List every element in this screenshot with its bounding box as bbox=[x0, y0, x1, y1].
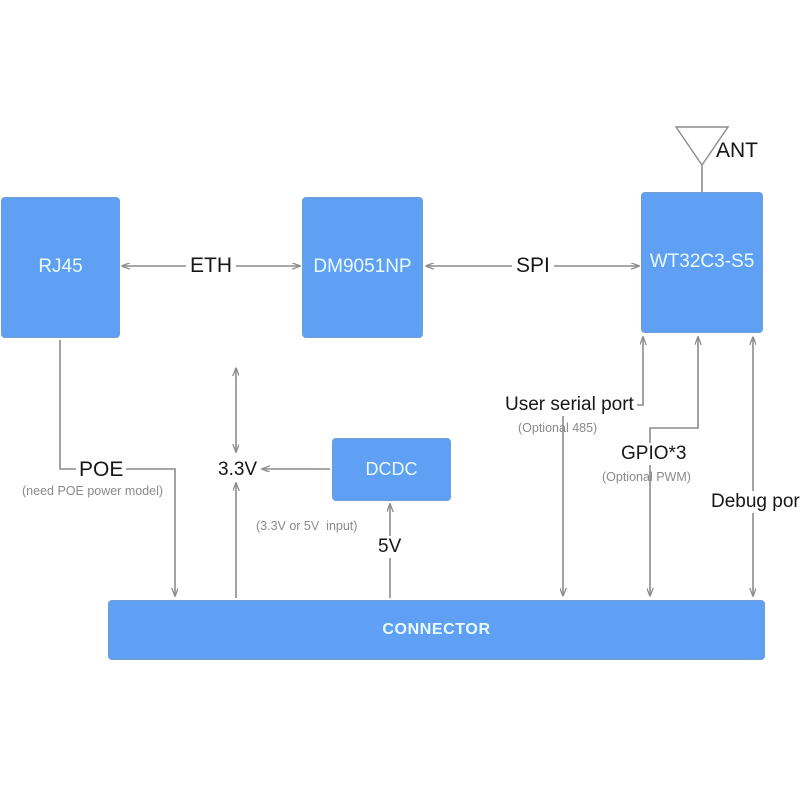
block-dcdc-label: DCDC bbox=[365, 458, 418, 479]
label-ant: ANT bbox=[716, 139, 758, 162]
label-spi: SPI bbox=[512, 254, 554, 278]
label-user-serial-port: User serial port bbox=[502, 394, 637, 416]
block-dcdc[interactable]: DCDC bbox=[332, 438, 451, 501]
label-5v: 5V bbox=[375, 536, 405, 558]
label-3v3: 3.3V bbox=[215, 459, 261, 481]
block-rj45[interactable]: RJ45 bbox=[1, 197, 120, 338]
block-wt32c3-s5[interactable]: WT32C3-S5 bbox=[641, 192, 763, 333]
block-wt32c3-s5-label: WT32C3-S5 bbox=[649, 251, 755, 273]
label-poe-note: (need POE power model) bbox=[22, 484, 164, 498]
block-rj45-label: RJ45 bbox=[38, 256, 83, 278]
wire-user-serial bbox=[563, 337, 643, 596]
block-connector[interactable]: CONNECTOR bbox=[108, 600, 765, 660]
label-debug-port: Debug port bbox=[708, 491, 800, 513]
antenna-icon bbox=[674, 126, 730, 167]
block-dm9051np-label: DM9051NP bbox=[313, 256, 412, 278]
label-user-serial-port-note: (Optional 485) bbox=[518, 421, 598, 435]
label-3v3-note: (3.3V or 5V input) bbox=[256, 519, 358, 533]
block-dm9051np[interactable]: DM9051NP bbox=[302, 197, 423, 338]
label-gpio: GPIO*3 bbox=[618, 443, 690, 465]
label-gpio-note: (Optional PWM) bbox=[602, 470, 691, 484]
block-connector-label: CONNECTOR bbox=[382, 621, 491, 639]
label-eth: ETH bbox=[186, 254, 236, 278]
label-poe: POE bbox=[76, 458, 127, 482]
wire-gpio bbox=[650, 337, 698, 596]
